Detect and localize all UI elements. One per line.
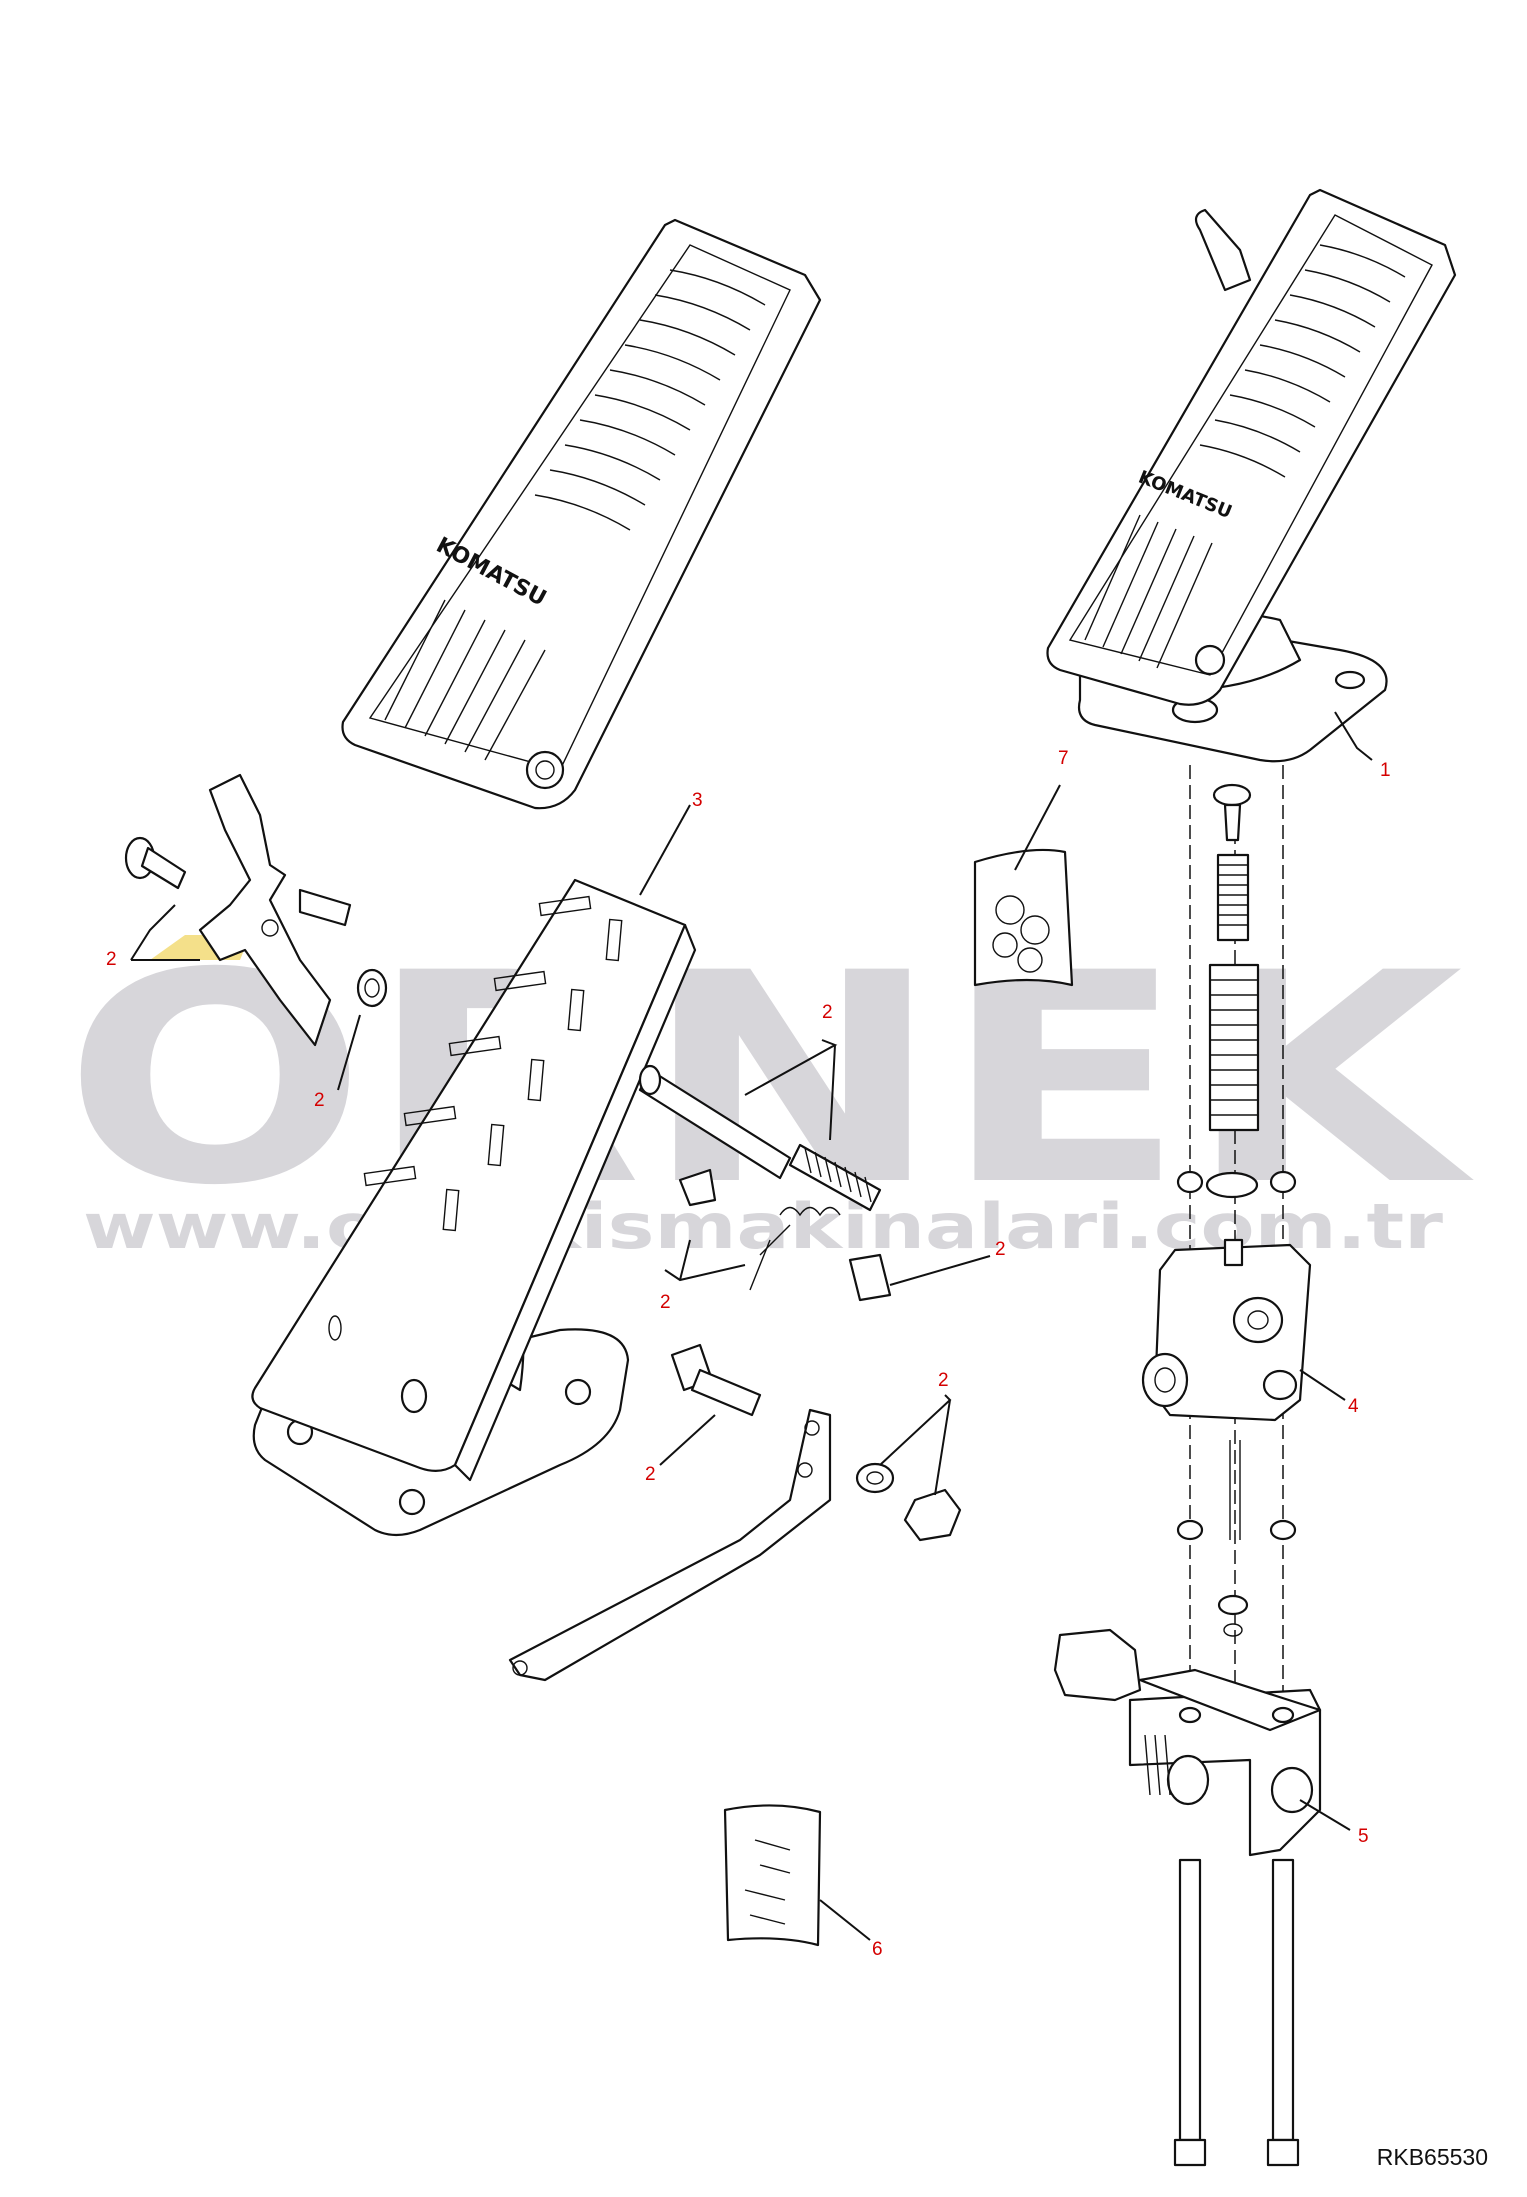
seal-kit-bag-6 xyxy=(723,1804,822,1947)
seal-kit-bag-7 xyxy=(973,848,1074,987)
callout-2-d: 2 xyxy=(660,1292,671,1313)
spring-lower xyxy=(1208,963,1260,1132)
callout-7: 7 xyxy=(1058,748,1069,769)
callout-2-b: 2 xyxy=(314,1090,325,1111)
pedal-bracket-left xyxy=(251,878,697,1537)
spring-large xyxy=(804,1147,872,1203)
callout-2-g: 2 xyxy=(938,1370,949,1391)
callout-4: 4 xyxy=(1348,1396,1359,1417)
callout-6: 6 xyxy=(872,1939,883,1960)
callout-2-c: 2 xyxy=(822,1002,833,1023)
valve-stack-right xyxy=(1053,765,1322,2167)
callout-2-e: 2 xyxy=(995,1239,1006,1260)
leader-lines xyxy=(130,711,1373,1941)
pedal-ribs-bottom xyxy=(384,599,546,761)
pedal-ridges-top xyxy=(534,269,766,531)
drawing-code: RKB65530 xyxy=(1377,2144,1488,2170)
linkage-middle xyxy=(508,1064,962,1682)
spring-upper xyxy=(1216,853,1250,942)
callouts: 1 2 2 2 2 2 2 2 3 4 5 6 7 xyxy=(106,748,1391,1960)
linkage-upper-left xyxy=(124,773,388,1047)
spring-torsion xyxy=(749,1206,841,1291)
callout-2-a: 2 xyxy=(106,949,117,970)
bracket-slots xyxy=(363,895,623,1232)
pedal-plate-left: KOMATSU xyxy=(341,218,822,810)
callout-1: 1 xyxy=(1380,760,1391,781)
callout-2-f: 2 xyxy=(645,1464,656,1485)
pedal-assembly-right: KOMATSU xyxy=(1046,188,1457,763)
callout-5: 5 xyxy=(1358,1826,1369,1847)
pedal-ribs-right xyxy=(1084,514,1213,669)
long-bolts xyxy=(1173,1858,1300,2167)
callout-3: 3 xyxy=(692,790,703,811)
pedal-ridges-right xyxy=(1199,244,1406,478)
